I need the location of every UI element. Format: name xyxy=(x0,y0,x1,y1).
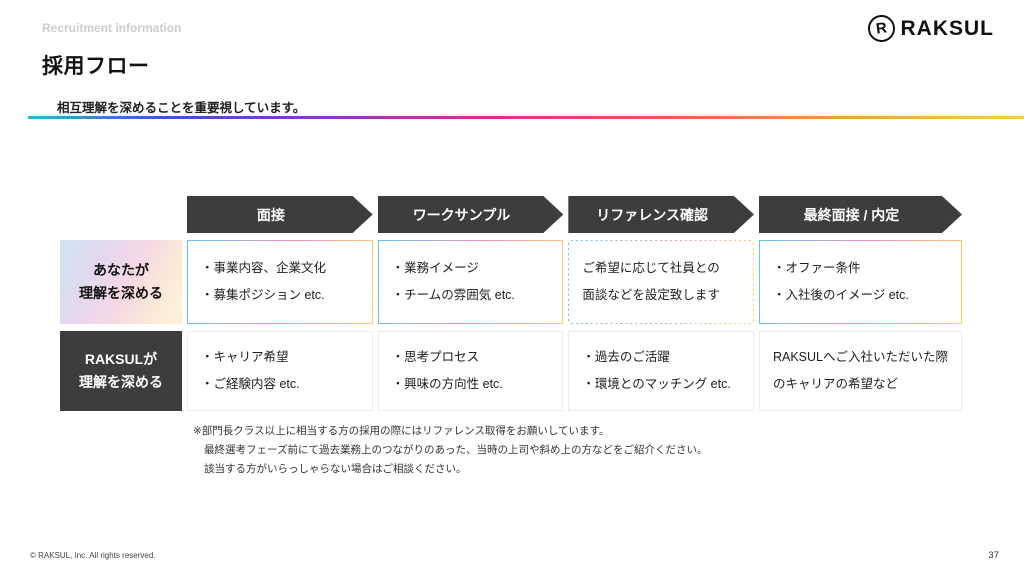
cell-text-line: ・興味の方向性 etc. xyxy=(391,377,503,391)
row-label-line: 理解を深める xyxy=(79,374,163,390)
cell-row2-interview: ・キャリア希望 ・ご経験内容 etc. xyxy=(187,331,373,411)
reference-footnote: ※部門長クラス以上に相当する方の採用の際にはリファレンス取得をお願いしています。… xyxy=(193,422,707,479)
cell-text-line: ・業務イメージ xyxy=(391,261,479,276)
cell-row1-interview: ・事業内容、企業文化 ・募集ポジション etc. xyxy=(187,240,373,324)
flow-header-spacer xyxy=(60,196,182,233)
row-label-raksul-understands: RAKSULが 理解を深める xyxy=(60,331,182,411)
step-arrow-final-offer: 最終面接 / 内定 xyxy=(759,196,962,233)
row-label-you-understand: あなたが 理解を深める xyxy=(60,240,182,324)
cell-text-line: ・オファー条件 xyxy=(772,261,861,276)
cell-row2-final-offer: RAKSULへご入社いただいた際 のキャリアの希望など xyxy=(758,331,962,411)
footnote-line: 最終選考フェーズ前にて過去業務上のつながりのあった、当時の上司や斜め上の方などを… xyxy=(204,443,708,456)
cell-text-line: ・入社後のイメージ etc. xyxy=(772,288,909,302)
cell-text-line: 面談などを設定致します xyxy=(582,288,720,302)
cell-row2-work-sample: ・思考プロセス ・興味の方向性 etc. xyxy=(377,331,564,411)
subtitle: 相互理解を深めることを重要視しています。 xyxy=(57,101,306,115)
cell-content: ・オファー条件 ・入社後のイメージ etc. xyxy=(759,241,961,323)
cell-text-line: RAKSULへご入社いただいた際 xyxy=(772,350,948,365)
cell-row2-reference-check: ・過去のご活躍 ・環境とのマッチング etc. xyxy=(568,331,754,411)
cell-content: ・事業内容、企業文化 ・募集ポジション etc. xyxy=(188,241,372,323)
cell-text-line: ・思考プロセス xyxy=(391,350,480,365)
cell-text-line: ・募集ポジション etc. xyxy=(201,288,325,302)
step-arrow-interview: 面接 xyxy=(187,196,373,233)
page-title: 採用フロー xyxy=(42,55,150,78)
footnote-line: 該当する方がいらっしゃらない場合はご相談ください。 xyxy=(204,462,467,475)
cell-content: ・業務イメージ ・チームの雰囲気 etc. xyxy=(378,241,563,323)
step-arrow-reference-check: リファレンス確認 xyxy=(568,196,754,233)
cell-row1-work-sample: ・業務イメージ ・チームの雰囲気 etc. xyxy=(377,240,564,324)
cell-row1-final-offer: ・オファー条件 ・入社後のイメージ etc. xyxy=(758,240,962,324)
cell-text-line: ・過去のご活躍 xyxy=(582,350,670,365)
row-label-line: RAKSULが xyxy=(84,350,158,367)
cell-text-line: ・キャリア希望 xyxy=(201,350,289,365)
cell-text-line: ご希望に応じて社員との xyxy=(582,261,720,276)
cell-text-line: ・チームの雰囲気 etc. xyxy=(391,288,515,302)
raksul-logo-text: RAKSUL xyxy=(900,16,994,40)
footnote-line: ※部門長クラス以上に相当する方の採用の際にはリファレンス取得をお願いしています。 xyxy=(193,425,610,437)
cell-row1-reference-check: ご希望に応じて社員との 面談などを設定致します xyxy=(568,240,754,324)
row-label-line: あなたが xyxy=(93,261,149,278)
recruitment-flow-table: 面接 ワークサンプル リファレンス確認 最終面接 / 内定 あなたが 理解を深め… xyxy=(60,196,962,411)
cell-text-line: ・事業内容、企業文化 xyxy=(201,261,327,276)
page-number: 37 xyxy=(988,550,999,561)
cell-text-line: ・ご経験内容 etc. xyxy=(201,377,300,391)
step-arrow-work-sample: ワークサンプル xyxy=(378,196,564,233)
copyright-text: © RAKSUL, Inc. All rights reserved. xyxy=(30,551,156,560)
cell-text-line: ・環境とのマッチング etc. xyxy=(582,377,731,391)
cell-content: ご希望に応じて社員との 面談などを設定致します xyxy=(569,241,753,323)
row-label-line: 理解を深める xyxy=(79,285,163,301)
raksul-logo-icon: R xyxy=(865,13,897,44)
raksul-logo: R RAKSUL xyxy=(865,13,995,44)
accent-gradient-rule xyxy=(28,116,1024,119)
eyebrow-label: Recruitment information xyxy=(42,21,182,35)
cell-text-line: のキャリアの希望など xyxy=(772,377,898,391)
